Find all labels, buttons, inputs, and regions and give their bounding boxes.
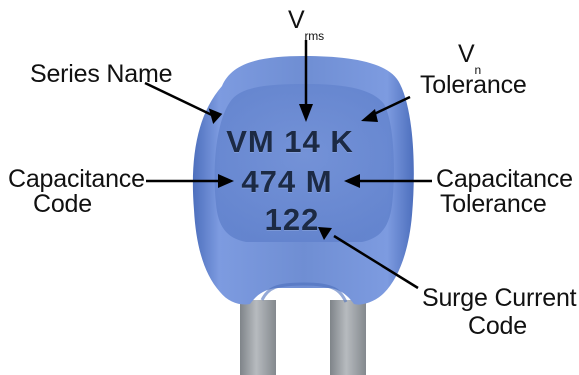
- label-series-name: Series Name: [30, 62, 172, 87]
- label-surge-current-code: Surge Current Code: [422, 286, 576, 339]
- arrow-capacitance-code: [146, 174, 234, 188]
- left-lead: [240, 300, 276, 375]
- label-surge-current-code-line1: Surge Current: [422, 286, 576, 311]
- label-vrms: Vrms: [288, 8, 324, 37]
- label-capacitance-tolerance: Capacitance Tolerance: [436, 167, 573, 217]
- label-vrms-sub: rms: [304, 29, 323, 43]
- label-capacitance-code: Capacitance Code: [8, 167, 145, 217]
- label-capacitance-code-line1: Capacitance: [8, 167, 145, 192]
- label-vn: Vn: [458, 42, 481, 71]
- label-capacitance-code-line2: Code: [8, 192, 145, 217]
- marking-line-3: 122: [256, 202, 328, 238]
- marking-line-1: VM 14 K: [222, 124, 358, 160]
- marking-line-2: 474 M: [232, 164, 342, 200]
- label-surge-current-code-line2: Code: [422, 314, 576, 339]
- label-capacitance-tolerance-line2: Tolerance: [436, 192, 573, 217]
- label-capacitance-tolerance-line1: Capacitance: [436, 167, 573, 192]
- right-lead: [330, 300, 366, 375]
- label-vn-tolerance: Tolerance: [420, 73, 527, 98]
- label-vrms-main: V: [288, 6, 304, 34]
- label-vn-main: V: [458, 40, 474, 68]
